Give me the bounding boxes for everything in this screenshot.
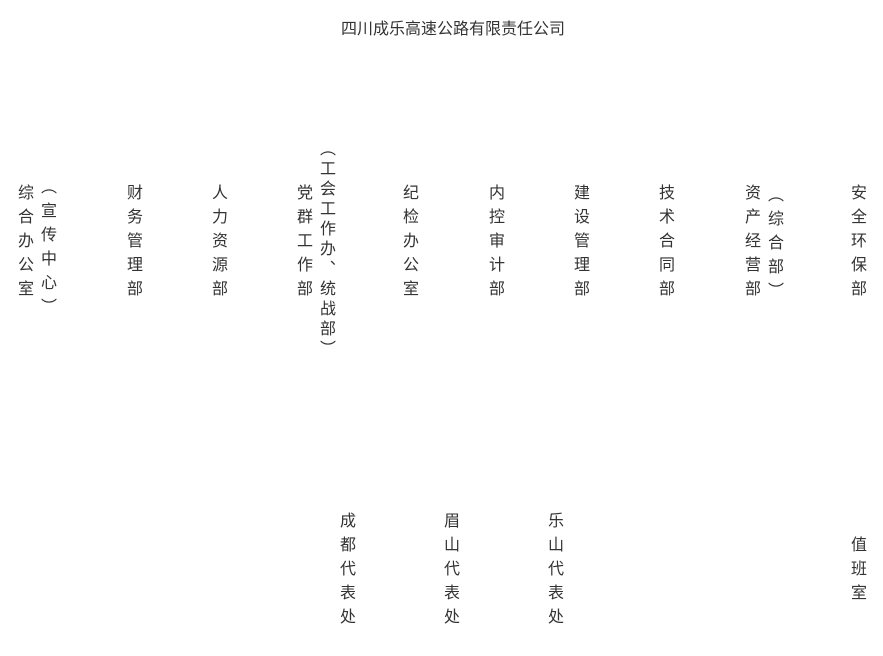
dept-tech-contract: 技术合同部 [656, 184, 675, 304]
office-leshan: 乐山代表处 [545, 512, 564, 632]
dept-construction: 建设管理部 [571, 184, 590, 304]
dept-asset: 资产经营部 [742, 184, 761, 304]
dept-hr: 人力资源部 [209, 184, 228, 304]
dept-discipline: 纪检办公室 [400, 184, 419, 304]
office-chengdu: 成都代表处 [337, 512, 356, 632]
dept-party: 党群工作部 [294, 184, 313, 304]
dept-finance: 财务管理部 [124, 184, 143, 304]
office-meishan: 眉山代表处 [441, 512, 460, 632]
dept-general-office: 综合办公室 [15, 184, 34, 304]
dept-safety: 安全环保部 [848, 184, 867, 304]
dept-general-office-note: （宣传中心） [38, 178, 57, 322]
office-duty-room: 值班室 [848, 536, 867, 608]
dept-audit: 内控审计部 [486, 184, 505, 304]
dept-asset-note: （综合部） [765, 186, 784, 306]
company-title: 四川成乐高速公路有限责任公司 [340, 19, 565, 38]
dept-party-note: （工会工作办、统战部） [317, 140, 336, 360]
